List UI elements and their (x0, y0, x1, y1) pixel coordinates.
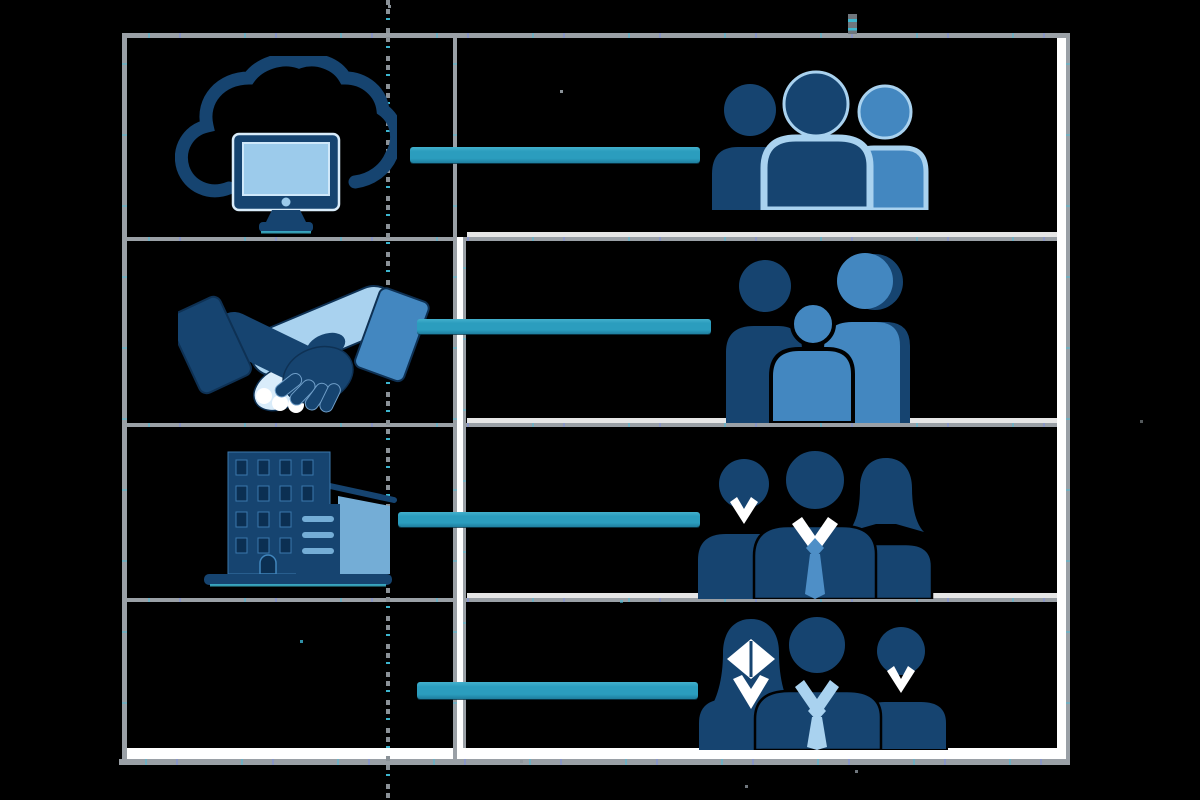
teal-connector-bar (410, 147, 700, 163)
door (259, 554, 277, 575)
sleeve-right (354, 287, 430, 383)
grid-line-2 (122, 237, 1070, 241)
windows (235, 459, 314, 554)
row-3 (0, 427, 1200, 599)
grid-highlight-middle (457, 237, 463, 748)
arm-navy (214, 312, 320, 384)
business-team-icon (690, 444, 940, 599)
grid-highlight-bottom (126, 748, 1066, 759)
base-glow (210, 584, 386, 587)
dashed-guide-line (386, 0, 390, 800)
row-1 (0, 38, 1200, 237)
teal-connector-bar (417, 319, 711, 334)
front-slats (302, 516, 334, 554)
child-blue (769, 301, 855, 423)
row-2 (0, 241, 1200, 423)
annex-roof (327, 483, 397, 503)
monitor (231, 132, 341, 234)
users-group-icon (698, 62, 938, 210)
base (204, 574, 392, 585)
grid-divider-middle-2 (463, 237, 466, 748)
cloud-outline (175, 56, 397, 198)
front-section (296, 504, 340, 574)
grid-line-4 (122, 598, 1070, 602)
grid-line-top (122, 33, 1070, 38)
person-center-navy (760, 70, 874, 210)
businessman-center (753, 615, 883, 750)
noise-speckles (0, 0, 3, 3)
grid-divider-middle (453, 33, 457, 760)
fingers (274, 372, 341, 413)
grid-line-bottom (119, 759, 1070, 765)
blouse-v (733, 675, 769, 709)
grid-highlight-row2 (467, 232, 1057, 237)
grid-border-left (122, 33, 127, 765)
office-building-icon (198, 442, 398, 592)
business-team-icon (695, 613, 950, 750)
sleeve-left (178, 295, 252, 395)
annex (338, 496, 390, 574)
grid-border-right (1066, 33, 1070, 765)
family-icon (716, 248, 914, 423)
grid-line-3 (122, 423, 1070, 427)
businessman-center (752, 449, 878, 599)
grid-highlight-right (1057, 38, 1066, 748)
top-tick-mark (848, 14, 857, 34)
teal-connector-bar (417, 682, 698, 699)
handshake-icon (178, 272, 430, 424)
teal-connector-bar (398, 512, 700, 527)
cloud-computing-icon (175, 56, 397, 234)
row-4 (0, 602, 1200, 750)
